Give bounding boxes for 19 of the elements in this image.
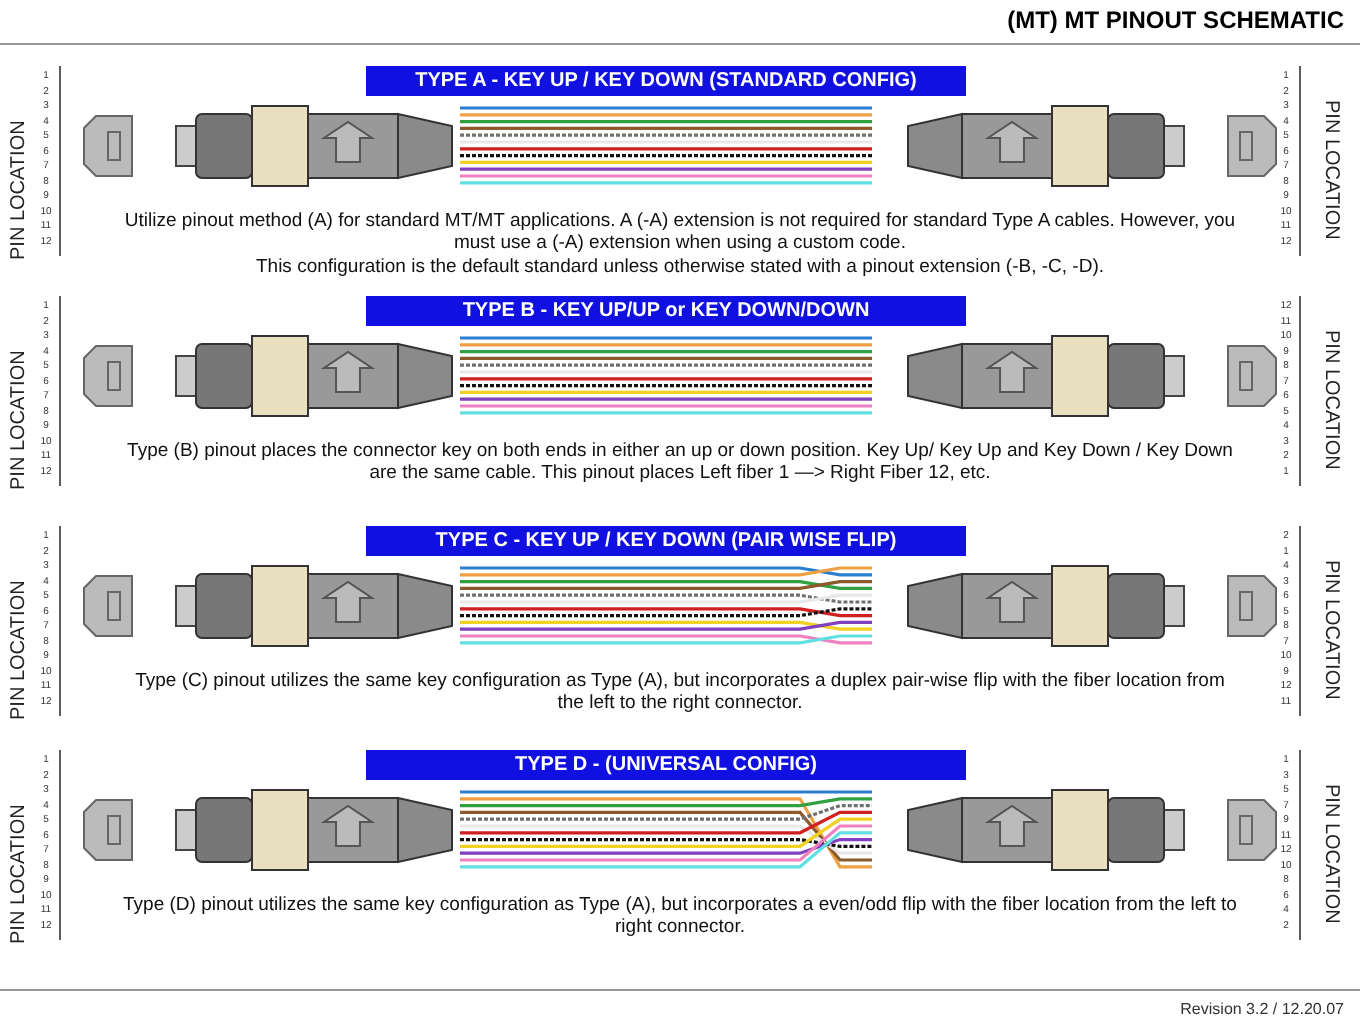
axis-label: PIN LOCATION bbox=[1320, 558, 1342, 704]
description-text: Utilize pinout method (A) for standard MT/MT applications. A (-A) extension is not required for standard Type A cables. However, you must use a (-A) extension when using a custom code. bbox=[122, 210, 1238, 254]
section-header-bar: TYPE B - KEY UP/UP or KEY DOWN/DOWN bbox=[366, 296, 966, 326]
description-text: Type (B) pinout places the connector key on both ends in either an up or down position. Key Up/ Key Up and Key Down / Key Down are the same cable. This pinout places Left fiber 1 —> Right Fiber 12, etc. bbox=[125, 440, 1235, 484]
axis-label: PIN LOCATION bbox=[8, 802, 30, 948]
axis-label: PIN LOCATION bbox=[1320, 328, 1342, 474]
description-text: This configuration is the default standard unless otherwise stated with a pinout extension (-B, -C, -D). bbox=[253, 256, 1107, 278]
page-title: (MT) MT PINOUT SCHEMATIC bbox=[1007, 6, 1344, 34]
axis-label: PIN LOCATION bbox=[1320, 782, 1342, 928]
axis-label: PIN LOCATION bbox=[8, 348, 30, 494]
axis-label: PIN LOCATION bbox=[8, 578, 30, 724]
section-header-bar: TYPE D - (UNIVERSAL CONFIG) bbox=[366, 750, 966, 780]
description-text: Type (C) pinout utilizes the same key configuration as Type (A), but incorporates a duplex pair-wise flip with the fiber location from the left to the right connector. bbox=[133, 670, 1227, 714]
section-header-bar: TYPE C - KEY UP / KEY DOWN (PAIR WISE FLIP) bbox=[366, 526, 966, 556]
description-text: Type (D) pinout utilizes the same key configuration as Type (A), but incorporates a even/odd flip with the fiber location from the left to right connector. bbox=[121, 894, 1239, 938]
axis-label: PIN LOCATION bbox=[8, 118, 30, 264]
section-header-bar: TYPE A - KEY UP / KEY DOWN (STANDARD CONFIG) bbox=[366, 66, 966, 96]
axis-label: PIN LOCATION bbox=[1320, 98, 1342, 244]
revision-note: Revision 3.2 / 12.20.07 bbox=[1180, 1000, 1344, 1018]
